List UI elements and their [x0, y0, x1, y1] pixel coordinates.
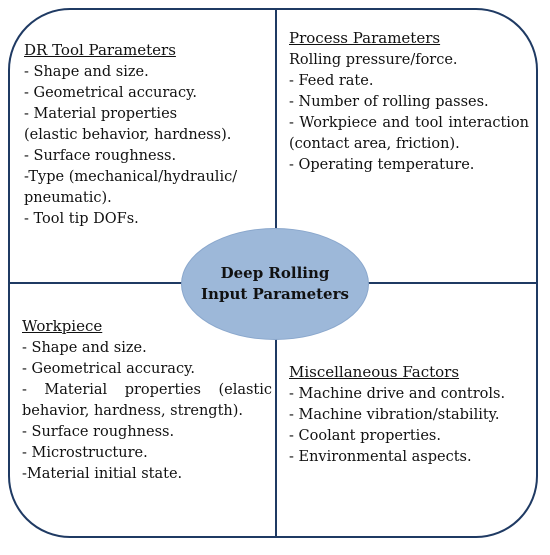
process-parameters-quadrant: Process Parameters Rolling pressure/forc…	[289, 28, 529, 176]
workpiece-title: Workpiece	[22, 317, 103, 335]
misc-item: - Coolant properties.	[289, 428, 441, 444]
miscellaneous-quadrant: Miscellaneous Factors - Machine drive an…	[289, 362, 529, 468]
process-parameters-title: Process Parameters	[289, 29, 441, 47]
workpiece-item: - Material properties (elastic behavior,…	[22, 382, 272, 419]
workpiece-item: -Material initial state.	[22, 466, 183, 482]
misc-item: - Environmental aspects.	[289, 449, 472, 465]
misc-item: - Machine drive and controls.	[289, 386, 506, 402]
tool-item: pneumatic).	[24, 190, 112, 206]
process-item: - Number of rolling passes.	[289, 94, 489, 110]
workpiece-item: - Surface roughness.	[22, 424, 175, 440]
tool-parameters-title: DR Tool Parameters	[24, 41, 176, 59]
tool-item: - Tool tip DOFs.	[24, 211, 139, 227]
process-item: - Feed rate.	[289, 73, 374, 89]
tool-item: - Shape and size.	[24, 64, 149, 80]
tool-item: (elastic behavior, hardness).	[24, 127, 232, 143]
process-item: - Workpiece and tool interaction (contac…	[289, 115, 529, 152]
process-item: Rolling pressure/force.	[289, 52, 458, 68]
workpiece-item: - Microstructure.	[22, 445, 148, 461]
tool-item: -Type (mechanical/hydraulic/	[24, 169, 238, 185]
tool-item: - Material properties	[24, 106, 178, 122]
miscellaneous-title: Miscellaneous Factors	[289, 363, 460, 381]
tool-item: - Geometrical accuracy.	[24, 85, 197, 101]
process-item: - Operating temperature.	[289, 157, 475, 173]
workpiece-item: - Geometrical accuracy.	[22, 361, 195, 377]
workpiece-item: - Shape and size.	[22, 340, 147, 356]
center-label-line1: Deep Rolling	[220, 264, 330, 282]
misc-item: - Machine vibration/stability.	[289, 407, 500, 423]
workpiece-quadrant: Workpiece - Shape and size. - Geometrica…	[22, 316, 272, 485]
tool-parameters-quadrant: DR Tool Parameters - Shape and size. - G…	[24, 40, 272, 230]
center-ellipse: Deep Rolling Input Parameters	[181, 228, 369, 340]
tool-item: - Surface roughness.	[24, 148, 177, 164]
diagram-frame	[8, 8, 538, 538]
center-label-line2: Input Parameters	[201, 285, 349, 303]
